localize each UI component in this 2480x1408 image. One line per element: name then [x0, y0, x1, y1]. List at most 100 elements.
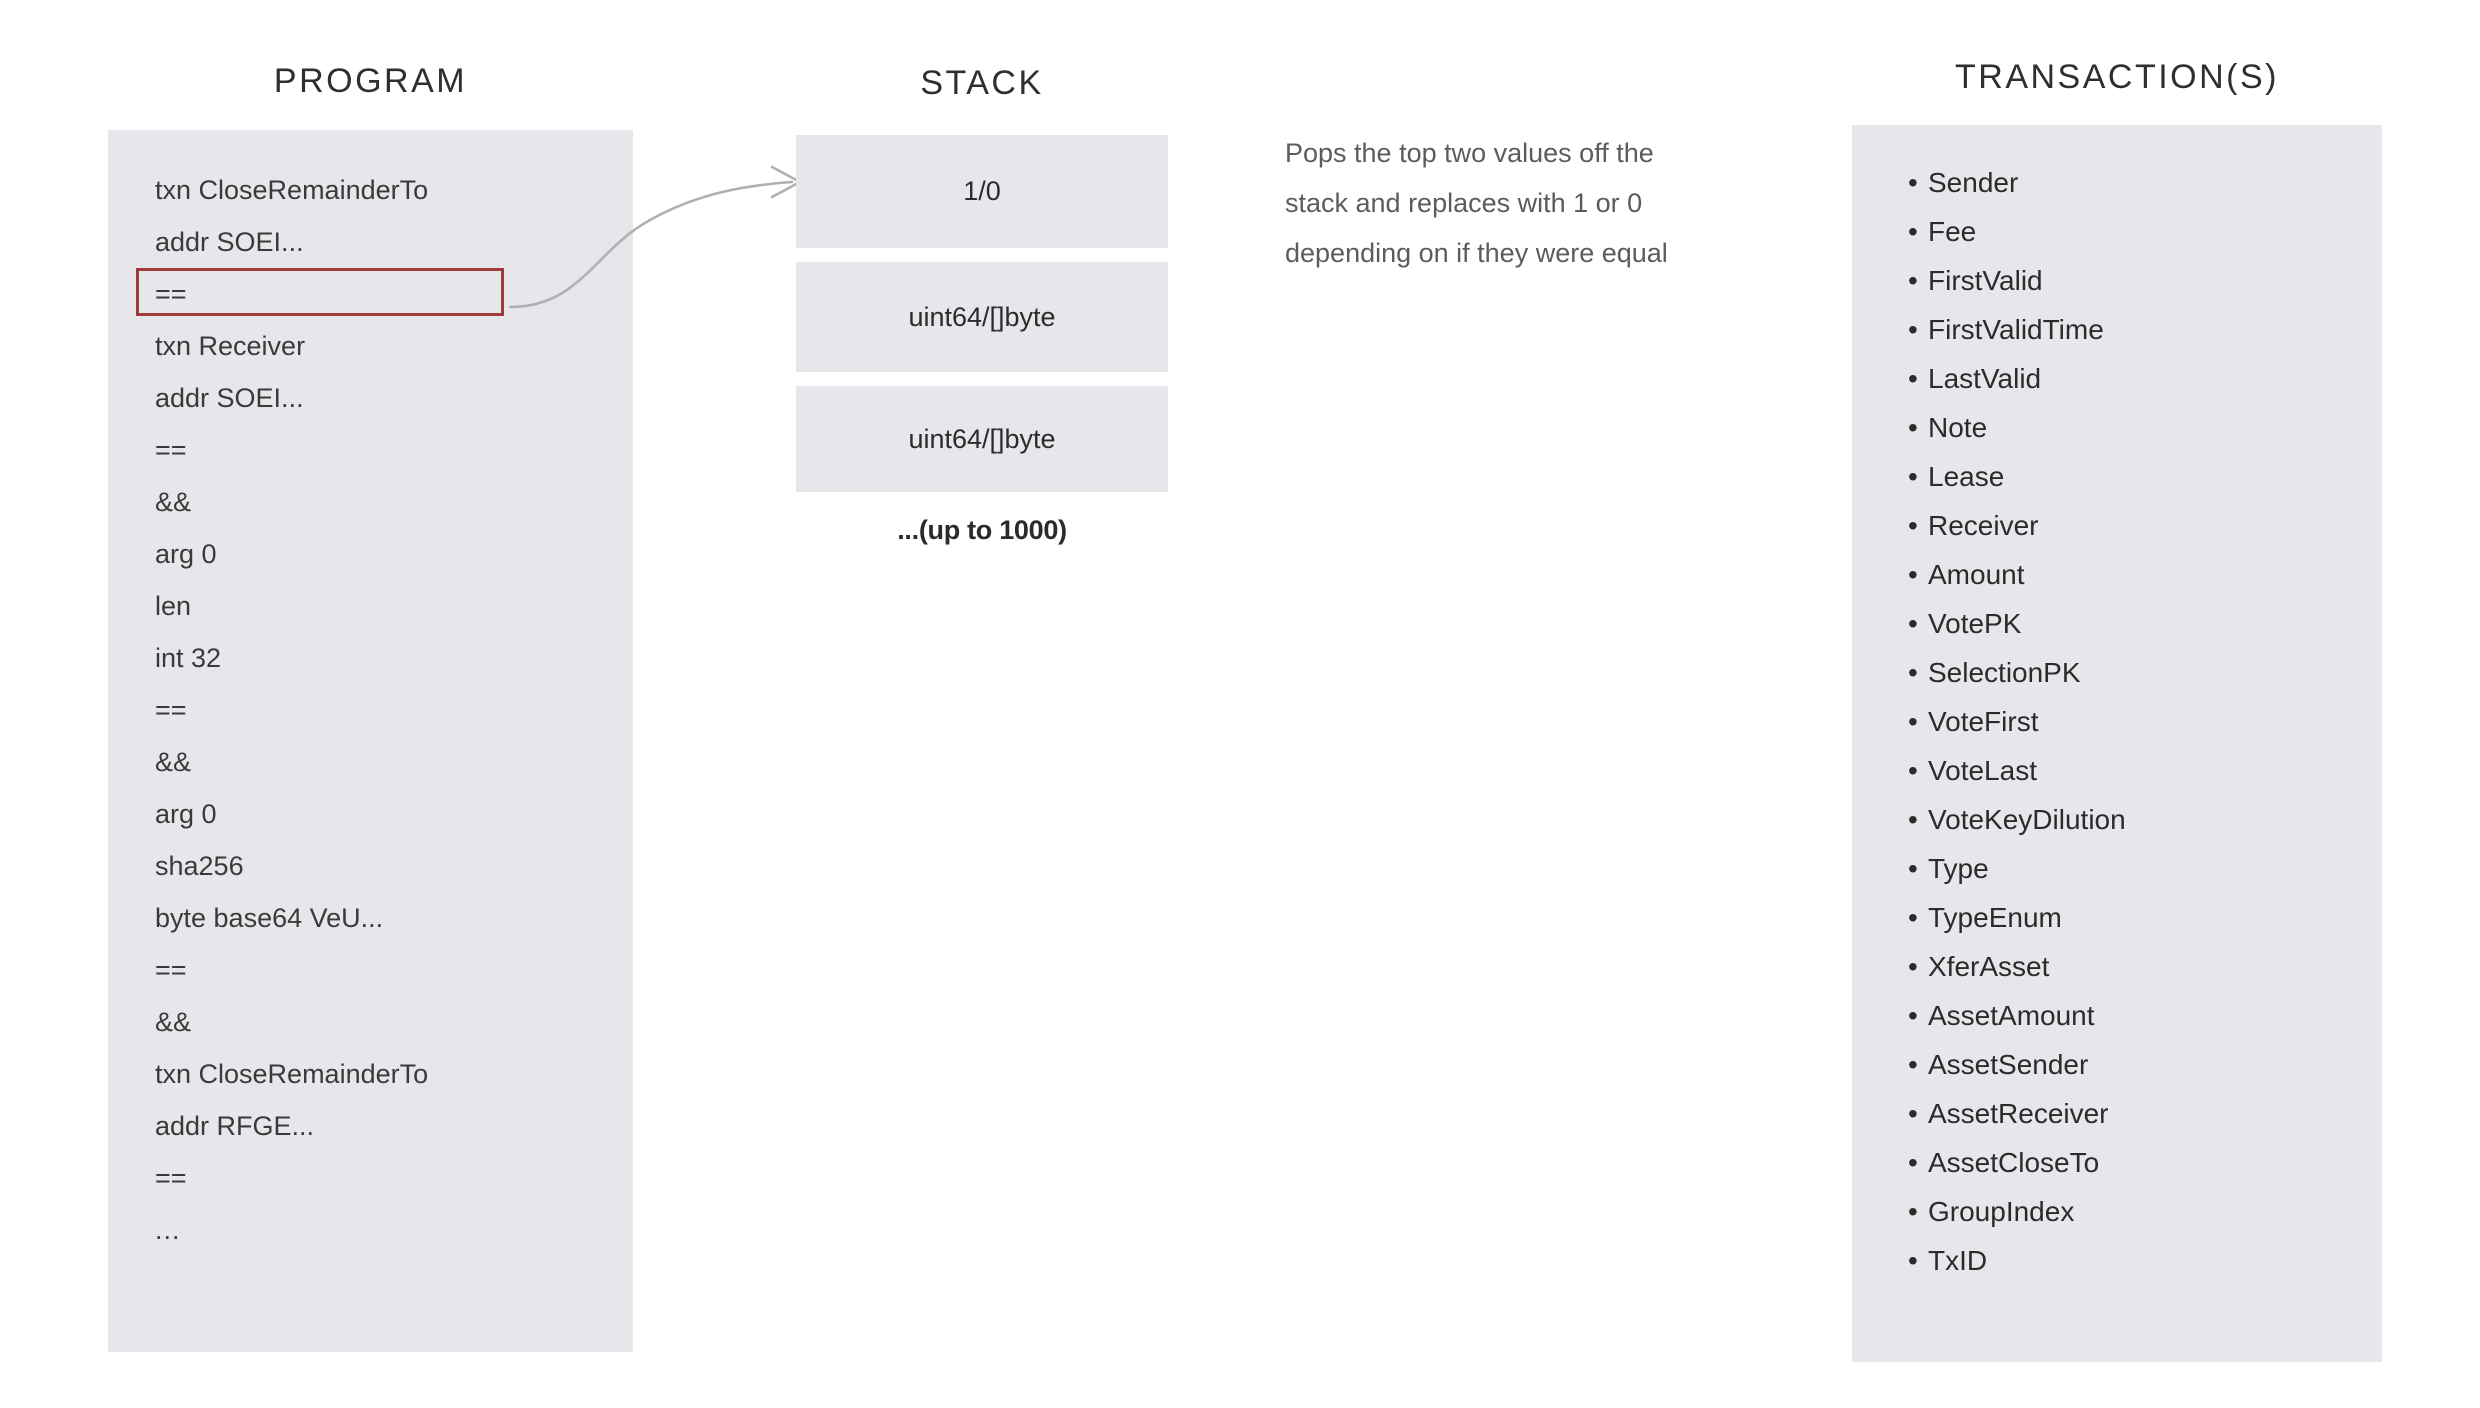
- list-item-label: VoteLast: [1928, 755, 2037, 786]
- program-line-ellipsis: ...: [155, 1215, 181, 1245]
- list-item-label: XferAsset: [1928, 951, 2050, 982]
- program-instruction-list: txn CloseRemainderTo addr SOEI... == txn…: [155, 164, 625, 1256]
- list-item[interactable]: • FirstValid: [1908, 256, 2358, 305]
- bullet-icon: •: [1908, 902, 1918, 933]
- bullet-icon: •: [1908, 1196, 1918, 1227]
- program-line[interactable]: addr RFGE...: [155, 1111, 315, 1141]
- bullet-icon: •: [1908, 1000, 1918, 1031]
- program-line[interactable]: &&: [155, 1007, 192, 1037]
- list-item-label: VotePK: [1928, 608, 2022, 639]
- list-item[interactable]: • VoteFirst: [1908, 697, 2358, 746]
- list-item-label: Note: [1928, 412, 1988, 443]
- program-line[interactable]: addr SOEI...: [155, 383, 304, 413]
- transaction-panel: [1852, 125, 2382, 1362]
- list-item[interactable]: • Fee: [1908, 207, 2358, 256]
- highlighted-instruction-box: [136, 268, 504, 316]
- list-item[interactable]: • VoteLast: [1908, 746, 2358, 795]
- program-line[interactable]: ==: [155, 1163, 187, 1193]
- program-line[interactable]: ==: [155, 955, 187, 985]
- list-item-label: Lease: [1928, 461, 2005, 492]
- list-item-label: Sender: [1928, 167, 2019, 198]
- program-line-highlighted[interactable]: ==: [155, 279, 187, 309]
- program-line[interactable]: arg 0: [155, 799, 217, 829]
- annotation-line: Pops the top two values off the: [1285, 138, 1654, 168]
- program-line[interactable]: txn Receiver: [155, 331, 306, 361]
- list-item[interactable]: • Receiver: [1908, 501, 2358, 550]
- stack-frames: 1/0 uint64/[]byte uint64/[]byte: [796, 135, 1168, 492]
- bullet-icon: •: [1908, 412, 1918, 443]
- bullet-icon: •: [1908, 804, 1918, 835]
- list-item-label: FirstValid: [1928, 265, 2043, 296]
- list-item[interactable]: • Lease: [1908, 452, 2358, 501]
- bullet-icon: •: [1908, 755, 1918, 786]
- annotation-line: stack and replaces with 1 or 0: [1285, 188, 1643, 218]
- stack-frame-top: 1/0: [796, 135, 1168, 248]
- list-item-label: SelectionPK: [1928, 657, 2081, 688]
- program-line[interactable]: &&: [155, 747, 192, 777]
- bullet-icon: •: [1908, 853, 1918, 884]
- annotation-line: depending on if they were equal: [1285, 238, 1668, 268]
- stack-frame: uint64/[]byte: [796, 386, 1168, 492]
- list-item[interactable]: •TypeEnum: [1908, 893, 2358, 942]
- list-item-label: LastValid: [1928, 363, 2042, 394]
- list-item[interactable]: • Note: [1908, 403, 2358, 452]
- bullet-icon: •: [1908, 461, 1918, 492]
- program-line[interactable]: byte base64 VeU...: [155, 903, 384, 933]
- bullet-icon: •: [1908, 216, 1918, 247]
- bullet-icon: •: [1908, 314, 1918, 345]
- list-item-label: FirstValidTime: [1928, 314, 2104, 345]
- list-item[interactable]: • AssetReceiver: [1908, 1089, 2358, 1138]
- program-line[interactable]: txn CloseRemainderTo: [155, 1059, 429, 1089]
- list-item[interactable]: • Type: [1908, 844, 2358, 893]
- list-item[interactable]: • FirstValidTime: [1908, 305, 2358, 354]
- bullet-icon: •: [1908, 510, 1918, 541]
- list-item[interactable]: •VoteKeyDilution: [1908, 795, 2358, 844]
- program-line[interactable]: txn CloseRemainderTo: [155, 175, 429, 205]
- program-line[interactable]: ==: [155, 435, 187, 465]
- bullet-icon: •: [1908, 265, 1918, 296]
- list-item[interactable]: • VotePK: [1908, 599, 2358, 648]
- list-item-label: AssetCloseTo: [1928, 1147, 2100, 1178]
- list-item[interactable]: • SelectionPK: [1908, 648, 2358, 697]
- annotation-text: Pops the top two values off the stack an…: [1285, 128, 1775, 278]
- program-line[interactable]: len: [155, 591, 192, 621]
- program-line[interactable]: arg 0: [155, 539, 217, 569]
- list-item[interactable]: • LastValid: [1908, 354, 2358, 403]
- list-item[interactable]: • XferAsset: [1908, 942, 2358, 991]
- bullet-icon: •: [1908, 363, 1918, 394]
- list-item-label: AssetAmount: [1928, 1000, 2095, 1031]
- list-item[interactable]: • Sender: [1908, 158, 2358, 207]
- bullet-icon: •: [1908, 167, 1918, 198]
- bullet-icon: •: [1908, 657, 1918, 688]
- list-item[interactable]: • AssetAmount: [1908, 991, 2358, 1040]
- bullet-icon: •: [1908, 1245, 1918, 1276]
- program-line[interactable]: addr SOEI...: [155, 227, 304, 257]
- bullet-icon: •: [1908, 951, 1918, 982]
- bullet-icon: •: [1908, 608, 1918, 639]
- bullet-icon: •: [1908, 1049, 1918, 1080]
- program-line[interactable]: ==: [155, 695, 187, 725]
- bullet-icon: •: [1908, 1098, 1918, 1129]
- program-panel-title: PROGRAM: [273, 62, 468, 100]
- list-item-label: Receiver: [1928, 510, 2039, 541]
- list-item-label: Fee: [1928, 216, 1977, 247]
- list-item-label: AssetSender: [1928, 1049, 2089, 1080]
- list-item-label: GroupIndex: [1928, 1196, 2075, 1227]
- program-panel: [108, 130, 633, 1352]
- program-line[interactable]: &&: [155, 487, 192, 517]
- list-item[interactable]: • GroupIndex: [1908, 1187, 2358, 1236]
- bullet-icon: •: [1908, 706, 1918, 737]
- list-item[interactable]: • AssetSender: [1908, 1040, 2358, 1089]
- bullet-icon: •: [1908, 1147, 1918, 1178]
- list-item-label: VoteFirst: [1928, 706, 2039, 737]
- list-item[interactable]: •Amount: [1908, 550, 2358, 599]
- list-item-label: Type: [1928, 853, 1989, 884]
- stack-panel-title: STACK: [920, 64, 1044, 102]
- program-line[interactable]: int 32: [155, 643, 222, 673]
- transaction-field-list: • Sender • Fee • FirstValid • FirstValidTime…: [1908, 158, 2358, 1285]
- list-item[interactable]: •TxID: [1908, 1236, 2358, 1285]
- list-item-label: AssetReceiver: [1928, 1098, 2109, 1129]
- program-line[interactable]: sha256: [155, 851, 244, 881]
- list-item[interactable]: • AssetCloseTo: [1908, 1138, 2358, 1187]
- stack-frame: uint64/[]byte: [796, 262, 1168, 372]
